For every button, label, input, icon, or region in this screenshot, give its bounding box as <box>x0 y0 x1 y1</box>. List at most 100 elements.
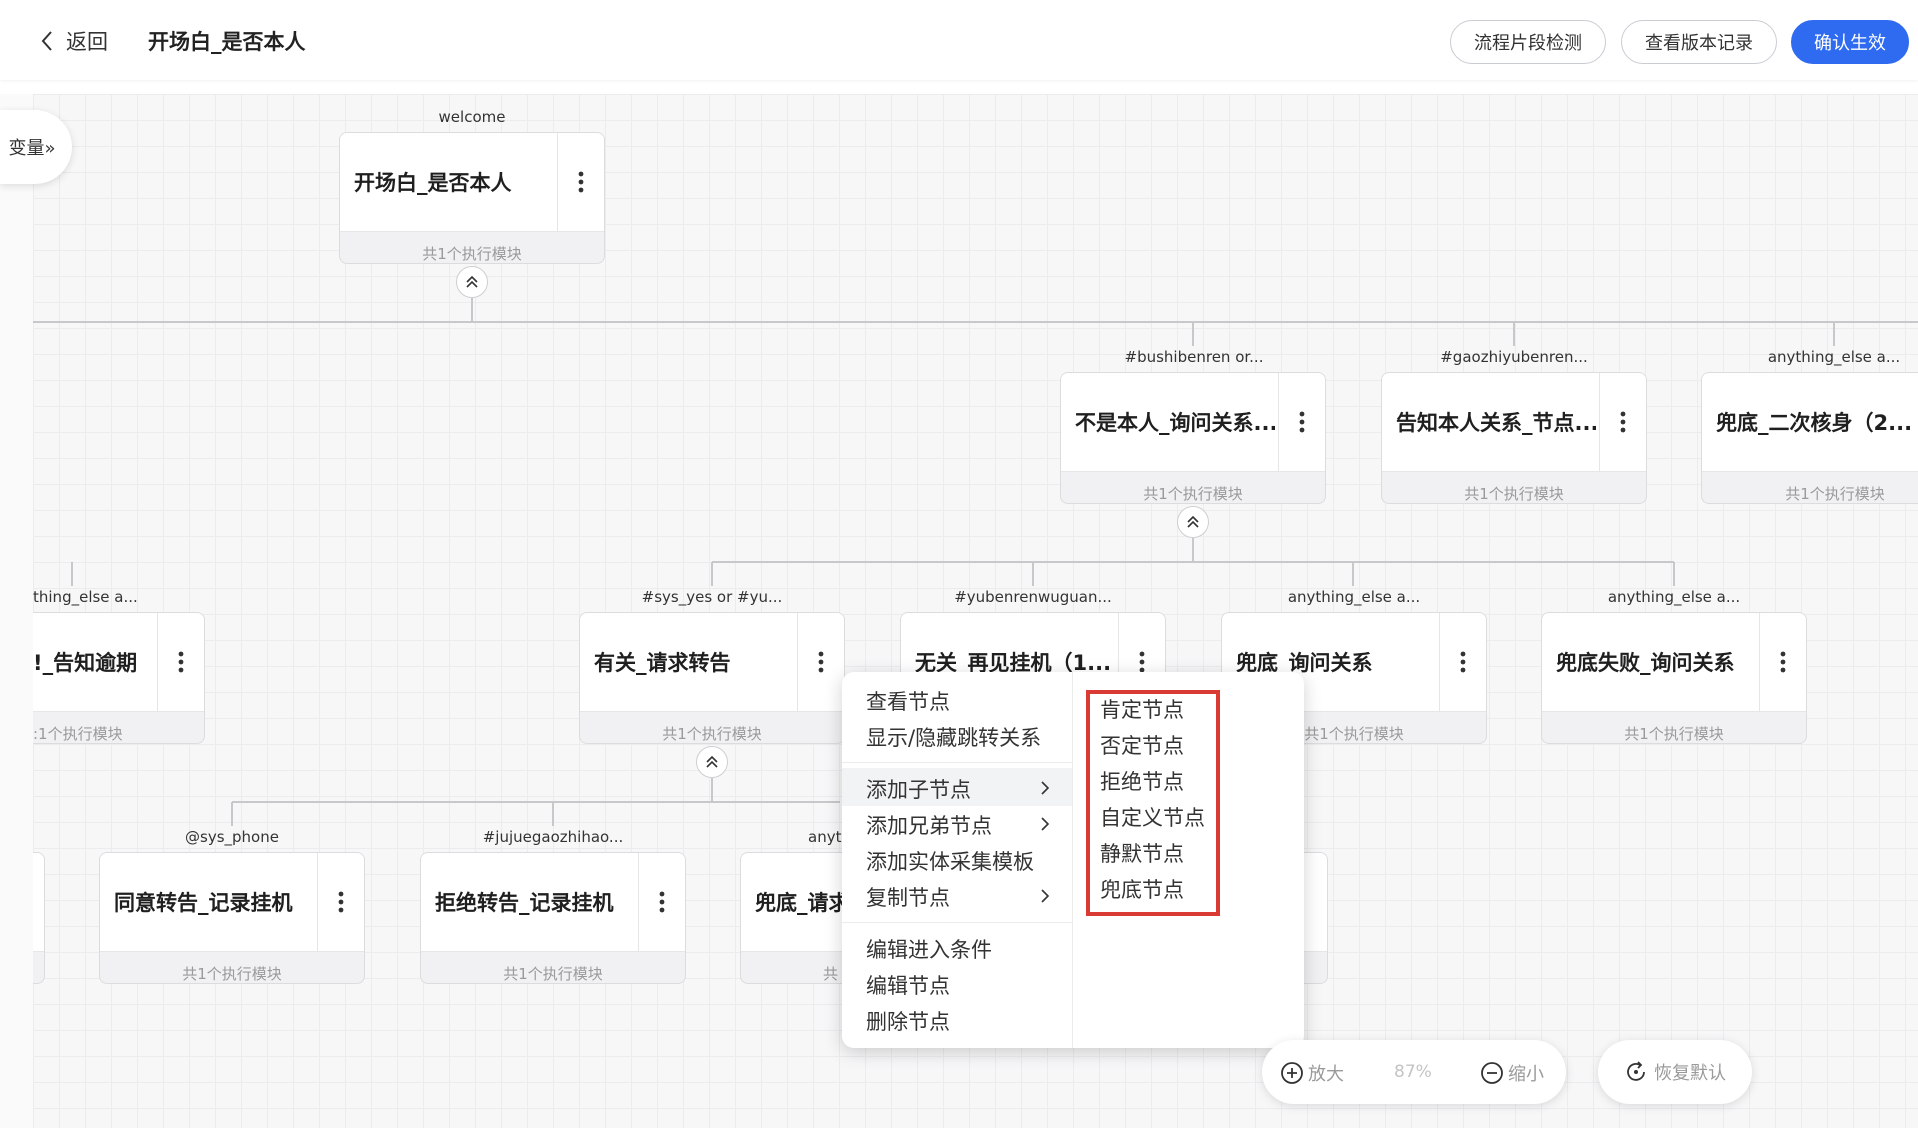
menu-add-entity-template[interactable]: 添加实体采集模板 <box>866 850 1034 874</box>
node-body <box>1382 373 1646 472</box>
node-more-button[interactable] <box>557 133 604 231</box>
flow-node[interactable]: 开场白_是否本人 共1个执行模块 <box>339 132 605 264</box>
more-vertical-icon <box>578 171 584 193</box>
submenu-positive-node[interactable]: 肯定节点 <box>1100 698 1184 722</box>
submenu-reject-node[interactable]: 拒绝节点 <box>1100 770 1184 794</box>
node-body <box>340 133 604 232</box>
node-footer: 共1个执行模块 <box>1785 485 1885 503</box>
collapse-button[interactable] <box>1177 506 1209 538</box>
node-condition: #yubenrenwuguan... <box>954 588 1112 606</box>
node-body <box>33 853 44 952</box>
node-more-button[interactable] <box>317 853 364 951</box>
flow-node[interactable]: 兜底_询问关系 共1个执行模块 <box>1221 612 1487 744</box>
node-condition: welcome <box>438 108 506 126</box>
more-vertical-icon <box>178 651 184 673</box>
menu-edit-entry-condition[interactable]: 编辑进入条件 <box>866 938 992 962</box>
node-condition: #sys_yes or #yu... <box>641 588 783 606</box>
flow-node[interactable]: 兜底_二次核身（2... 共1个执行模块 <box>1701 372 1918 504</box>
node-condition: anything_else a... <box>1607 588 1741 606</box>
more-vertical-icon <box>1139 651 1145 673</box>
more-vertical-icon <box>1460 651 1466 673</box>
node-condition: anything_else a... <box>1287 588 1421 606</box>
node-name: 不是本人_询问关系... <box>1075 411 1275 435</box>
double-chevron-up-icon <box>466 275 478 288</box>
menu-delete-node[interactable]: 删除节点 <box>866 1010 950 1034</box>
flow-node-partial[interactable] <box>33 852 45 984</box>
submenu-fallback-node[interactable]: 兜底节点 <box>1100 878 1184 902</box>
node-more-button[interactable] <box>1759 613 1806 711</box>
zoom-out-label: 缩小 <box>1508 1064 1544 1085</box>
node-name: 兜底_请求 <box>755 891 850 915</box>
back-label: 返回 <box>66 30 108 54</box>
submenu-negative-node[interactable]: 否定节点 <box>1100 734 1184 758</box>
menu-add-sibling-node[interactable]: 添加兄弟节点 <box>866 814 992 838</box>
node-more-button[interactable] <box>1118 613 1165 711</box>
node-footer: 共1个执行模块 <box>1143 485 1243 503</box>
more-vertical-icon <box>659 891 665 913</box>
variables-tab[interactable]: 变量» <box>0 110 72 184</box>
more-vertical-icon <box>338 891 344 913</box>
more-vertical-icon <box>1299 411 1305 433</box>
node-body <box>421 853 685 952</box>
zoom-percent: 87% <box>1394 1062 1432 1082</box>
zoom-controls: 放大 87% 缩小 <box>1262 1040 1566 1104</box>
submenu-highlight-box <box>1086 690 1220 916</box>
node-name: 开场白_是否本人 <box>354 171 512 195</box>
back-button[interactable]: 返回 <box>40 26 108 56</box>
menu-edit-node[interactable]: 编辑节点 <box>866 974 950 998</box>
flow-node[interactable]: 有关_请求转告 共1个执行模块 <box>579 612 845 744</box>
node-name: 兜底失败_询问关系 <box>1556 651 1735 675</box>
flow-node[interactable]: 拒绝转告_记录挂机 共1个执行模块 <box>420 852 686 984</box>
menu-toggle-jump-relations[interactable]: 显示/隐藏跳转关系 <box>866 726 1042 750</box>
reset-label: 恢复默认 <box>1654 1063 1726 1084</box>
chevron-left-icon <box>41 31 52 51</box>
node-more-button[interactable] <box>1439 613 1486 711</box>
menu-view-node[interactable]: 查看节点 <box>866 690 950 714</box>
view-version-history-button[interactable]: 查看版本记录 <box>1621 20 1777 64</box>
node-body <box>580 613 844 712</box>
collapse-button[interactable] <box>456 266 488 298</box>
menu-copy-node[interactable]: 复制节点 <box>866 886 950 910</box>
chevron-right-icon <box>1041 817 1050 831</box>
confirm-publish-button[interactable]: 确认生效 <box>1791 20 1909 64</box>
node-body <box>1542 613 1806 712</box>
chevron-right-icon <box>1041 889 1050 903</box>
node-more-button[interactable] <box>157 613 204 711</box>
node-condition: thing_else a... <box>33 588 138 606</box>
node-more-button[interactable] <box>638 853 685 951</box>
reset-icon <box>1627 1061 1645 1081</box>
node-more-button[interactable] <box>797 613 844 711</box>
node-more-button[interactable] <box>1599 373 1646 471</box>
double-chevron-up-icon <box>706 755 718 768</box>
zoom-in-button[interactable]: 放大 <box>1280 1060 1344 1086</box>
menu-add-child-node[interactable]: 添加子节点 <box>866 778 971 802</box>
flow-node[interactable]: 告知本人关系_节点... 共1个执行模块 <box>1381 372 1647 504</box>
zoom-out-button[interactable]: 缩小 <box>1480 1060 1544 1086</box>
node-footer: 共1个执行模块 <box>503 965 603 983</box>
submenu-silent-node[interactable]: 静默节点 <box>1100 842 1184 866</box>
node-body <box>100 853 364 952</box>
node-name: !_告知逾期 <box>33 651 138 675</box>
collapse-button[interactable] <box>696 746 728 778</box>
minus-circle-icon <box>1481 1062 1503 1084</box>
node-body <box>741 853 849 952</box>
node-name: 兜底_二次核身（2... <box>1716 411 1913 435</box>
flow-node[interactable]: 同意转告_记录挂机 共1个执行模块 <box>99 852 365 984</box>
more-vertical-icon <box>1780 651 1786 673</box>
node-more-button[interactable] <box>1278 373 1325 471</box>
node-condition: #jujuegaozhihao... <box>482 828 624 846</box>
flow-node[interactable]: !_告知逾期 :1个执行模块 <box>33 612 205 744</box>
more-vertical-icon <box>818 651 824 673</box>
node-condition: anything_else a... <box>1767 348 1901 366</box>
flow-segment-check-button[interactable]: 流程片段检测 <box>1450 20 1606 64</box>
flow-node[interactable]: 兜底失败_询问关系 共1个执行模块 <box>1541 612 1807 744</box>
node-body <box>1061 373 1325 472</box>
flow-node[interactable]: 不是本人_询问关系... 共1个执行模块 <box>1060 372 1326 504</box>
reset-default-button[interactable]: 恢复默认 <box>1598 1040 1752 1104</box>
submenu-custom-node[interactable]: 自定义节点 <box>1100 806 1205 830</box>
node-condition: anyt <box>808 828 842 846</box>
flow-node[interactable]: 兜底_请求 共 <box>740 852 850 984</box>
menu-divider <box>842 922 1072 923</box>
menu-divider <box>842 762 1072 763</box>
page-title: 开场白_是否本人 <box>148 30 306 54</box>
